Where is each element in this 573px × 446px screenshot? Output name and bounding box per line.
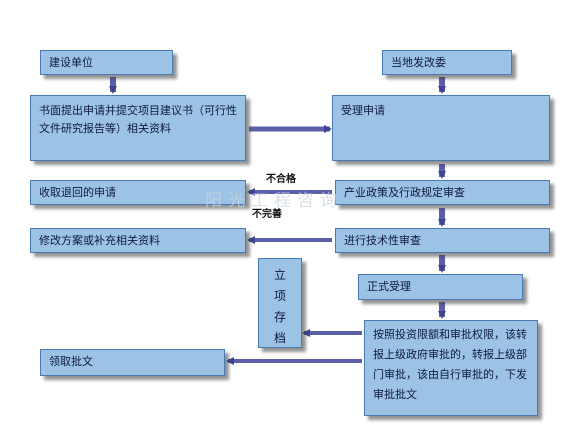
box-construction-unit-label: 建设单位 xyxy=(49,56,93,69)
box-withdraw-application: 收取退回的申请 xyxy=(30,180,246,205)
box-local-ndrc-label: 当地发改委 xyxy=(391,56,446,69)
box-technical-review: 进行技术性审查 xyxy=(335,228,550,253)
archive-char-2: 项 xyxy=(273,289,286,303)
box-project-archive: 立 项 存 档 xyxy=(258,258,302,348)
box-accept-application: 受理申请 xyxy=(332,95,550,161)
box-construction-unit: 建设单位 xyxy=(40,50,173,75)
box-policy-review-label: 产业政策及行政规定审查 xyxy=(344,186,465,199)
box-receive-approval-label: 领取批文 xyxy=(49,355,93,368)
box-accept-application-label: 受理申请 xyxy=(341,104,385,117)
box-local-ndrc: 当地发改委 xyxy=(382,50,512,75)
label-incomplete: 不完善 xyxy=(252,209,282,220)
label-unqualified: 不合格 xyxy=(266,174,296,185)
box-submit-proposal: 书面提出申请并提交项目建议书（可行性文件研究报告等）相关资料 xyxy=(30,95,246,161)
box-submit-proposal-label: 书面提出申请并提交项目建议书（可行性文件研究报告等）相关资料 xyxy=(39,104,237,135)
box-approval-rules: 按照投资限额和审批权限，该转报上级政府审批的，转报上级部门审批，该由自行审批的，… xyxy=(364,320,538,416)
box-technical-review-label: 进行技术性审查 xyxy=(344,234,421,247)
box-receive-approval: 领取批文 xyxy=(40,349,225,376)
archive-char-3: 存 xyxy=(273,310,286,324)
box-modify-supplement-label: 修改方案或补充相关资料 xyxy=(39,234,160,247)
watermark: 阳光工程咨询 xyxy=(205,191,343,211)
box-withdraw-application-label: 收取退回的申请 xyxy=(39,186,116,199)
archive-char-1: 立 xyxy=(273,268,286,282)
box-formal-acceptance: 正式受理 xyxy=(358,274,523,300)
box-policy-review: 产业政策及行政规定审查 xyxy=(335,180,550,205)
archive-char-4: 档 xyxy=(273,331,286,345)
box-modify-supplement: 修改方案或补充相关资料 xyxy=(30,228,246,253)
box-formal-acceptance-label: 正式受理 xyxy=(367,280,411,293)
box-approval-rules-label: 按照投资限额和审批权限，该转报上级政府审批的，转报上级部门审批，该由自行审批的，… xyxy=(373,328,527,401)
